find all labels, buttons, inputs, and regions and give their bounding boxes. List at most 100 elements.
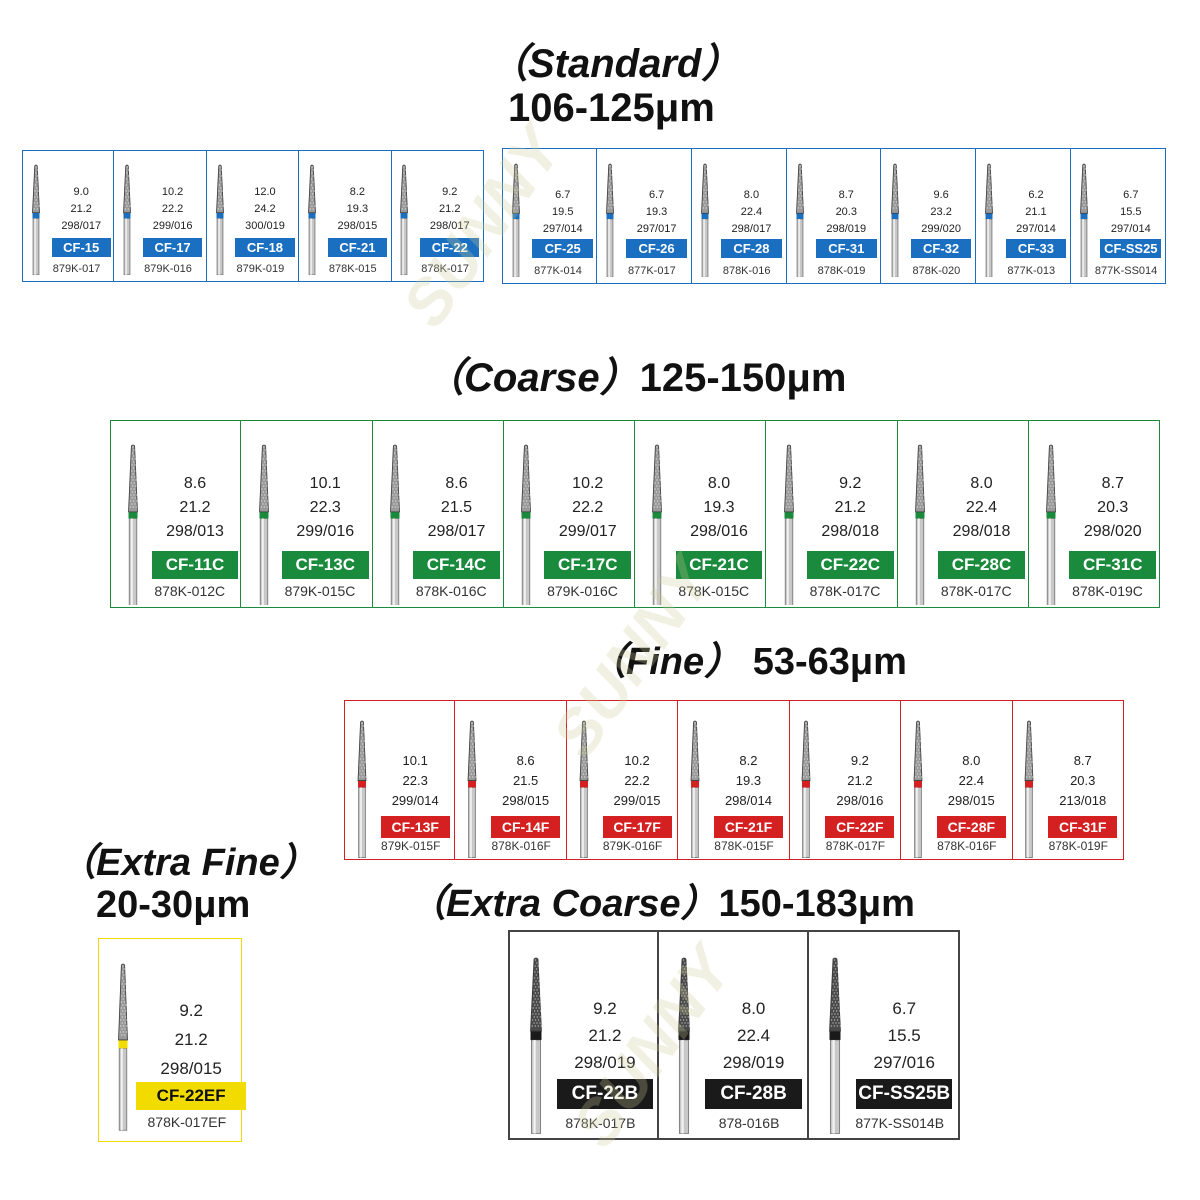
reference-code: 879K-017 [52,263,101,276]
iso-size-value: 300/019 [245,220,285,232]
head-length-value: 8.0 [741,999,766,1018]
product-code-badge: CF-18 [235,238,295,258]
bur-icon [783,444,794,606]
bur-color-band [128,511,138,518]
bur-shank [579,787,588,859]
head-length-value: 8.6 [445,474,468,492]
bur-image [910,720,926,863]
product-code-badge: CF-22EF [136,1081,246,1110]
head-length-value: 9.2 [179,1001,203,1021]
coarse-heading: （Coarse）125-150μm [424,356,846,400]
reference-code: 878K-016F [937,838,997,853]
bur-head [215,164,224,214]
iso-size-value: 299/016 [152,220,193,232]
product-code-badge: CF-31F [1048,816,1118,839]
bur-color-band [678,1031,690,1041]
head-length-value: 6.7 [555,189,571,202]
bur-head [529,957,542,1032]
product-code-badge: CF-31 [815,238,877,258]
head-length-value: 9.6 [933,189,949,202]
product-code-badge: CF-14C [413,550,500,579]
bur-icon [606,163,615,278]
total-length-value: 22.2 [572,498,604,516]
bur-color-band [259,511,269,518]
iso-size-value: 298/015 [160,1059,222,1079]
bur-color-band [1046,511,1056,518]
bur-icon [701,163,709,278]
bur-color-band [118,1040,128,1049]
bur-shank-highlight [392,517,395,606]
reference-code: 878K-016F [491,838,551,853]
bur-icon [467,720,477,859]
bur-color-band [468,780,477,788]
bur-image [464,720,480,863]
bur-image [673,957,695,1138]
bur-shank-highlight [608,218,610,277]
product-code-badge: CF-13F [380,816,450,839]
head-length-value: 6.2 [1028,189,1044,202]
total-length-value: 21.2 [834,498,866,516]
bur-diamond-grit [580,722,588,778]
bur-image [517,444,535,611]
bur-shank-highlight [523,517,526,606]
reference-code: 878K-020 [912,264,961,277]
standard-grit-range: 106-125μm [508,86,715,130]
bur-icon [128,444,139,606]
total-length-value: 19.3 [735,772,762,788]
total-length-value: 21.2 [588,1026,622,1045]
head-length-value: 8.7 [1073,752,1092,768]
product-code-badge: CF-SS25 [1100,238,1162,258]
iso-size-value: 298/020 [1083,522,1142,540]
fine-heading: （Fine） 53-63μm [588,640,907,684]
fine-grit-range: 53-63μm [752,641,907,683]
total-length-value: 22.4 [737,1026,771,1045]
bur-image [648,444,666,611]
product-code-badge: CF-22C [806,550,894,579]
bur-color-band [829,1031,841,1041]
bur-diamond-grit [1047,445,1056,508]
reference-code: 879K-016F [602,838,663,853]
reference-code: 878K-017EF [147,1114,227,1131]
bur-shank-highlight [131,517,134,606]
reference-code: 878K-015 [328,263,377,276]
bur-image [982,163,996,282]
bur-image [576,720,592,863]
bur-shank [468,787,476,859]
head-length-value: 10.2 [161,186,184,198]
bur-head [357,720,367,782]
reference-code: 878K-017C [809,582,881,599]
bur-shank [259,517,268,606]
iso-size-value: 298/017 [429,220,470,232]
bur-color-band [1080,212,1088,219]
extra-coarse-grit-range: 150-183μm [718,883,915,925]
product-code-badge: CF-22 [420,238,480,258]
bur-diamond-grit [260,445,268,508]
head-length-value: 8.6 [183,474,207,492]
bur-color-band [512,212,520,219]
bur-image [687,720,703,863]
iso-size-value: 298/019 [574,1053,636,1072]
product-code-badge: CF-15 [51,238,111,258]
bur-image [793,163,807,282]
bur-icon [512,163,521,278]
standard-heading: （Standard） 106-125μm [488,42,741,130]
reference-code: 878K-012C [154,582,226,599]
bur-shank-highlight [1027,787,1030,858]
bur-icon [678,957,691,1134]
